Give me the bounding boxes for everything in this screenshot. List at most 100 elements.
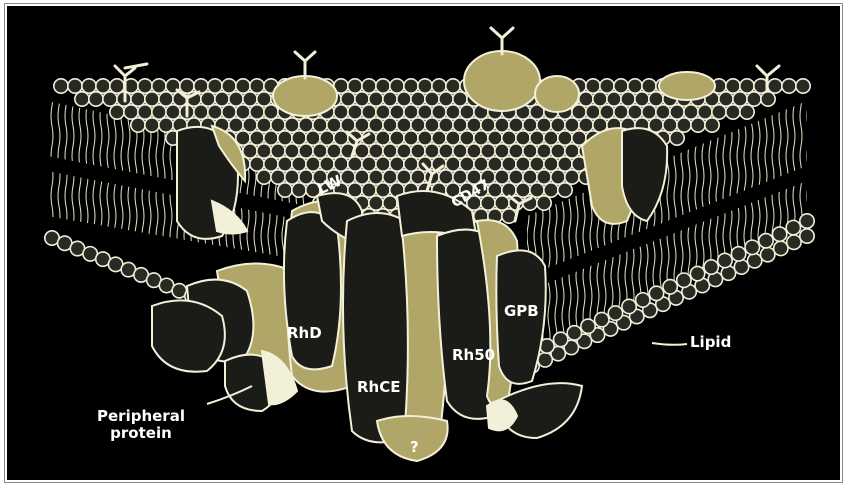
- lipid-head: [509, 118, 523, 132]
- label-rh50: Rh50: [452, 346, 495, 364]
- lipid-head: [257, 144, 271, 158]
- lipid-head: [411, 144, 425, 158]
- lipid-head: [292, 131, 306, 145]
- lipid-head: [538, 353, 552, 367]
- lipid-head: [600, 105, 614, 119]
- lipid-head: [390, 105, 404, 119]
- lipid-head: [369, 144, 383, 158]
- lipid-head: [642, 79, 656, 93]
- lipid-head: [586, 105, 600, 119]
- lipid-head: [446, 105, 460, 119]
- lipid-head: [642, 105, 656, 119]
- lipid-head: [488, 157, 502, 171]
- lipid-head: [481, 196, 495, 210]
- lipid-head: [551, 170, 565, 184]
- lipid-head: [243, 144, 257, 158]
- lipid-head: [376, 79, 390, 93]
- lipid-head: [313, 144, 327, 158]
- lipid-head: [558, 157, 572, 171]
- lipid-head: [628, 105, 642, 119]
- lipid-head: [418, 105, 432, 119]
- lipid-head: [544, 157, 558, 171]
- label-peripheral-protein: Peripheral protein: [97, 408, 185, 442]
- lipid-head: [250, 105, 264, 119]
- lipid-head: [446, 131, 460, 145]
- lipid-head: [397, 92, 411, 106]
- lipid-head: [488, 131, 502, 145]
- lipid-head: [516, 131, 530, 145]
- lipid-head: [138, 105, 152, 119]
- lipid-head: [565, 118, 579, 132]
- lipid-head: [425, 92, 439, 106]
- lipid-head: [418, 79, 432, 93]
- lipid-head: [677, 118, 691, 132]
- lipid-head: [383, 196, 397, 210]
- lipid-head: [787, 235, 801, 249]
- label-lipid: Lipid: [690, 333, 731, 351]
- lipid-head: [579, 118, 593, 132]
- lipid-head: [586, 79, 600, 93]
- lipid-head: [509, 144, 523, 158]
- lipid-head: [786, 220, 800, 234]
- lipid-head: [131, 92, 145, 106]
- lipid-head: [495, 170, 509, 184]
- lipid-head: [747, 254, 761, 268]
- lipid-head: [516, 157, 530, 171]
- lipid-head: [772, 227, 786, 241]
- lipid-head: [411, 170, 425, 184]
- lipid-head: [761, 92, 775, 106]
- lipid-head: [502, 157, 516, 171]
- lipid-head: [369, 118, 383, 132]
- lipid-head: [495, 196, 509, 210]
- lipid-head: [537, 170, 551, 184]
- lipid-head: [551, 144, 565, 158]
- lipid-head: [495, 118, 509, 132]
- lipid-head: [96, 79, 110, 93]
- lipid-head: [257, 92, 271, 106]
- lipid-head: [236, 131, 250, 145]
- lipid-head: [439, 144, 453, 158]
- lipid-head: [670, 131, 684, 145]
- lipid-head: [383, 118, 397, 132]
- lipid-head: [537, 144, 551, 158]
- lipid-head: [636, 293, 650, 307]
- lipid-head: [439, 92, 453, 106]
- peripheral-line-1: Peripheral: [97, 408, 185, 425]
- lipid-head: [800, 229, 814, 243]
- lipid-head: [103, 92, 117, 106]
- lipid-head: [327, 144, 341, 158]
- lipid-head: [334, 105, 348, 119]
- lipid-head: [768, 79, 782, 93]
- lipid-head: [404, 131, 418, 145]
- lipid-head: [537, 196, 551, 210]
- lipid-head: [670, 105, 684, 119]
- lipid-head: [446, 157, 460, 171]
- lipid-head: [467, 144, 481, 158]
- lipid-head: [369, 170, 383, 184]
- lipid-head: [89, 92, 103, 106]
- lipid-head: [250, 131, 264, 145]
- lipid-head: [229, 92, 243, 106]
- lipid-head: [404, 105, 418, 119]
- lipid-head: [404, 79, 418, 93]
- lipid-head: [362, 105, 376, 119]
- lipid-head: [726, 79, 740, 93]
- lipid-head: [712, 105, 726, 119]
- lipid-head: [390, 157, 404, 171]
- lipid-head: [614, 105, 628, 119]
- lipid-head: [649, 92, 663, 106]
- lipid-head: [453, 144, 467, 158]
- lipid-head: [425, 118, 439, 132]
- lipid-head: [152, 105, 166, 119]
- lipid-head: [572, 105, 586, 119]
- lipid-head: [313, 118, 327, 132]
- lipid-head: [411, 92, 425, 106]
- lipid-head: [362, 157, 376, 171]
- lipid-head: [376, 157, 390, 171]
- lipid-head: [208, 79, 222, 93]
- lipid-head: [131, 118, 145, 132]
- lipid-head: [159, 118, 173, 132]
- lipid-head: [348, 105, 362, 119]
- lipid-head: [432, 105, 446, 119]
- lipid-head: [110, 79, 124, 93]
